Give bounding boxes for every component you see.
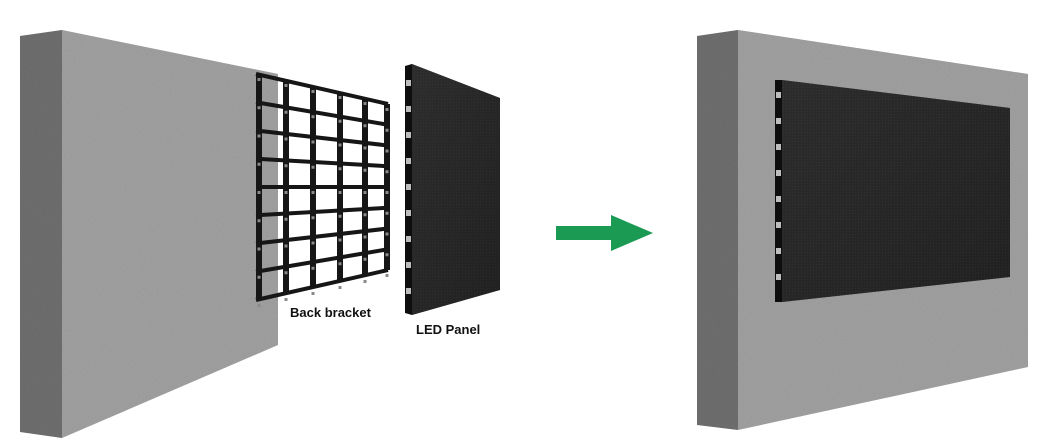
- mounted-panel-sheen: [782, 80, 1010, 302]
- bracket-hole: [363, 235, 367, 239]
- panel-clip: [406, 184, 411, 190]
- bracket-hole: [284, 271, 288, 275]
- bracket-hole: [257, 275, 261, 279]
- bracket-hole: [385, 128, 389, 132]
- bracket-hole: [385, 149, 389, 153]
- bracket-hole: [257, 219, 261, 223]
- panel-clip: [776, 248, 781, 254]
- bracket-hole: [257, 247, 261, 251]
- bracket-hole: [363, 213, 367, 217]
- panel-clip: [406, 106, 411, 112]
- bracket-hole: [257, 78, 261, 81]
- left-wall-side: [20, 30, 62, 438]
- bracket-hole: [257, 304, 261, 307]
- panel-clip: [776, 196, 781, 202]
- right-scene: [697, 30, 1028, 430]
- bracket-hole: [311, 266, 315, 270]
- bracket-hole: [284, 298, 288, 301]
- left-scene: [20, 30, 500, 438]
- bracket-hole: [284, 110, 288, 114]
- bracket-hole: [284, 191, 288, 194]
- bracket-hole: [363, 168, 367, 172]
- bracket-hole: [363, 191, 367, 194]
- bracket-hole: [311, 241, 315, 245]
- panel-clip: [406, 158, 411, 164]
- panel-clip: [406, 80, 411, 86]
- panel-clip: [776, 118, 781, 124]
- bracket-hole: [311, 165, 315, 169]
- bracket-hole: [257, 162, 261, 166]
- bracket-hole: [385, 108, 389, 111]
- bracket-hole: [311, 115, 315, 119]
- bracket-post: [362, 98, 368, 276]
- bracket-hole: [257, 134, 261, 138]
- bracket-hole: [363, 257, 367, 261]
- panel-clip: [406, 236, 411, 242]
- bracket-hole: [385, 253, 389, 257]
- bracket-post: [256, 74, 262, 300]
- bracket-hole: [338, 143, 342, 147]
- led-panel-mounted: [775, 80, 1010, 302]
- panel-clip: [406, 210, 411, 216]
- mounted-panel-frame: [775, 80, 782, 302]
- bracket-hole: [338, 262, 342, 266]
- bracket-post: [337, 92, 343, 282]
- right-wall-side: [697, 30, 738, 430]
- led-panel-label: LED Panel: [416, 322, 481, 337]
- bracket-post: [384, 104, 390, 270]
- back-bracket-label: Back bracket: [290, 305, 371, 320]
- bracket-hole: [311, 90, 315, 93]
- bracket-hole: [338, 167, 342, 171]
- bracket-post: [283, 80, 289, 294]
- back-bracket: [255, 72, 390, 307]
- panel-clip: [776, 170, 781, 176]
- bracket-hole: [363, 280, 367, 283]
- bracket-hole: [284, 217, 288, 221]
- right-arrow-icon: [556, 215, 653, 251]
- led-panel-exploded: [405, 64, 500, 315]
- bracket-hole: [363, 124, 367, 128]
- left-wall-front: [62, 30, 278, 438]
- led-panel-sheen: [412, 64, 500, 315]
- panel-clip: [776, 144, 781, 150]
- bracket-post: [310, 86, 316, 288]
- panel-clip: [406, 288, 411, 294]
- panel-clip: [776, 274, 781, 280]
- bracket-hole: [338, 214, 342, 218]
- bracket-hole: [338, 191, 342, 194]
- panel-clip: [776, 222, 781, 228]
- bracket-hole: [257, 191, 261, 194]
- bracket-hole: [385, 211, 389, 215]
- mounted-panel-clips: [776, 92, 781, 280]
- bracket-hole: [385, 191, 389, 194]
- bracket-hole: [338, 286, 342, 289]
- bracket-hole: [311, 216, 315, 220]
- bracket-hole: [311, 191, 315, 194]
- panel-clip: [776, 92, 781, 98]
- bracket-hole: [385, 274, 389, 277]
- bracket-hole: [284, 244, 288, 248]
- bracket-hole: [385, 170, 389, 174]
- bracket-hole: [311, 140, 315, 144]
- bracket-hole: [385, 232, 389, 236]
- bracket-hole: [363, 146, 367, 150]
- bracket-hole: [338, 238, 342, 242]
- bracket-hole: [284, 84, 288, 87]
- bracket-hole: [363, 102, 367, 105]
- bracket-hole: [311, 292, 315, 295]
- panel-clip: [406, 132, 411, 138]
- led-panel-clips: [406, 80, 411, 294]
- bracket-hole: [284, 137, 288, 141]
- bracket-hole: [257, 106, 261, 110]
- bracket-hole: [338, 96, 342, 99]
- bracket-hole: [284, 164, 288, 168]
- panel-clip: [406, 262, 411, 268]
- bracket-hole: [338, 119, 342, 123]
